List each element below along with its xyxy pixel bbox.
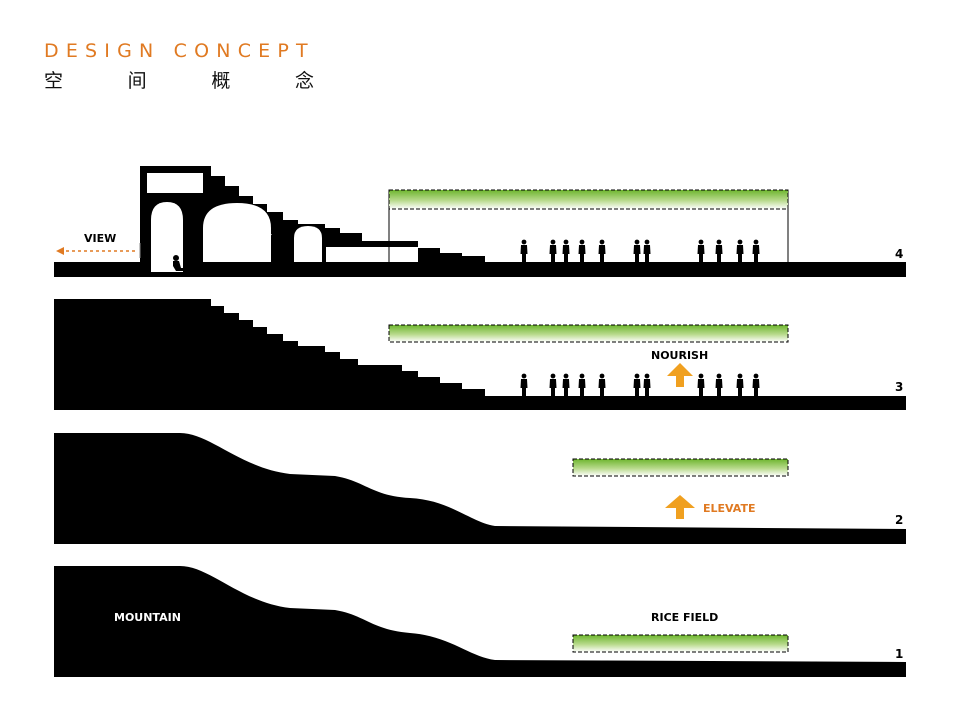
- view-label: VIEW: [84, 232, 116, 245]
- treasury-label: TREASURY: [207, 232, 273, 245]
- rice-field-layer: [572, 458, 789, 477]
- panel-number: 4: [895, 247, 903, 261]
- panel-number: 2: [895, 513, 903, 527]
- elevate-arrow: [665, 495, 695, 519]
- person-silhouette: [643, 373, 651, 396]
- panel-number: 3: [895, 380, 903, 394]
- cantilever-slot: [326, 247, 418, 262]
- person-silhouette: [562, 239, 570, 262]
- small-arch: [294, 226, 322, 262]
- title-chinese-char: 概: [211, 70, 231, 92]
- view-arrow: [56, 243, 141, 258]
- person-silhouette: [697, 239, 705, 262]
- title-english: DESIGN CONCEPT: [44, 40, 315, 62]
- panel-number: 1: [895, 647, 903, 661]
- person-silhouette: [598, 373, 606, 396]
- person-silhouette: [752, 239, 760, 262]
- elevate-label: ELEVATE: [703, 502, 755, 515]
- mountain-silhouette: [54, 566, 906, 677]
- panel-3: [54, 299, 906, 410]
- rice-field-layer: [572, 634, 789, 653]
- person-silhouette: [715, 373, 723, 396]
- building-window: [147, 173, 203, 193]
- person-silhouette: [549, 373, 557, 396]
- person-silhouette: [549, 239, 557, 262]
- seated-person: [173, 255, 186, 271]
- person-silhouette: [562, 373, 570, 396]
- ground-band: [54, 262, 906, 277]
- mountain-silhouette: [54, 433, 906, 544]
- people-row-panel-3: [520, 373, 760, 396]
- view-opening: [151, 202, 183, 272]
- person-silhouette: [736, 239, 744, 262]
- person-silhouette: [520, 373, 528, 396]
- person-silhouette: [578, 373, 586, 396]
- mountain-label: MOUNTAIN: [114, 611, 181, 624]
- terraced-mountain: [54, 299, 906, 410]
- treasury-arch: [203, 203, 271, 262]
- title-chinese-char: 念: [294, 70, 314, 92]
- person-silhouette: [643, 239, 651, 262]
- title-chinese-char: 空: [44, 70, 64, 92]
- nourish-arrow: [667, 363, 693, 387]
- rice-field-label: RICE FIELD: [651, 611, 718, 624]
- title-chinese-char: 间: [127, 70, 147, 92]
- person-silhouette: [697, 373, 705, 396]
- rice-field-layer: [388, 324, 789, 343]
- person-silhouette: [598, 239, 606, 262]
- person-silhouette: [736, 373, 744, 396]
- people-row-panel-4: [520, 239, 760, 262]
- panel-2: [54, 433, 906, 544]
- panel-4: [54, 166, 906, 277]
- panel-1: [54, 566, 906, 677]
- person-silhouette: [520, 239, 528, 262]
- person-silhouette: [633, 239, 641, 262]
- nourish-label: NOURISH: [651, 349, 708, 362]
- rice-field-layer: [388, 189, 789, 210]
- person-silhouette: [715, 239, 723, 262]
- person-silhouette: [578, 239, 586, 262]
- person-silhouette: [752, 373, 760, 396]
- title-chinese: 空 间 概 念: [44, 66, 314, 93]
- person-silhouette: [633, 373, 641, 396]
